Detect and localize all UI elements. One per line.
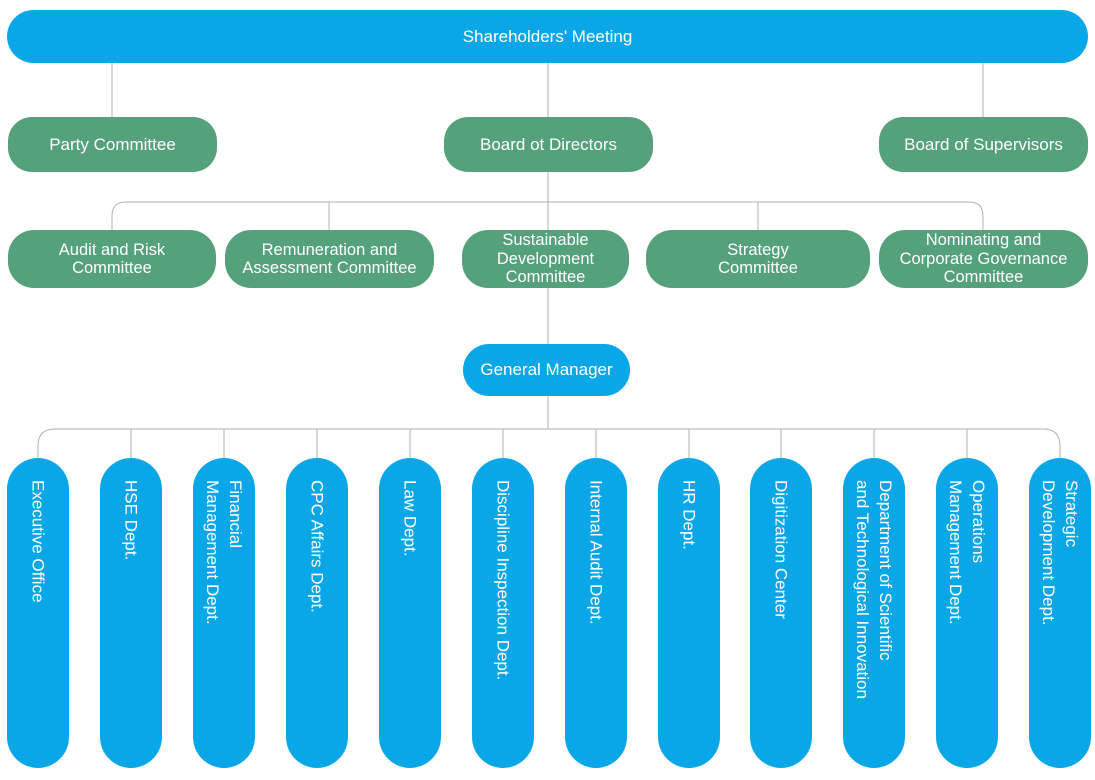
node-operations-management-dept: Operations Management Dept. [936, 458, 998, 768]
node-strategy-committee: Strategy Committee [646, 230, 870, 288]
department-label: Department of Scientific and Technologic… [853, 480, 895, 699]
node-nominating-corporate-governance-committee: Nominating and Corporate Governance Comm… [879, 230, 1088, 288]
department-label: Strategic Development Dept. [1039, 480, 1081, 626]
node-shareholders-meeting: Shareholders' Meeting [7, 10, 1088, 63]
connector-department-rail [37, 428, 1061, 458]
node-executive-office: Executive Office [7, 458, 69, 768]
node-internal-audit-dept: Internal Audit Dept. [565, 458, 627, 768]
node-sustainable-development-committee: Sustainable Development Committee [462, 230, 629, 288]
department-label: CPC Affairs Dept. [307, 480, 327, 613]
department-label: Discipline Inspection Dept. [493, 480, 513, 681]
node-party-committee: Party Committee [8, 117, 217, 172]
node-audit-and-risk-committee: Audit and Risk Committee [8, 230, 216, 288]
node-hse-dept: HSE Dept. [100, 458, 162, 768]
connector-committee-rail [111, 201, 984, 230]
department-label: Internal Audit Dept. [586, 480, 606, 625]
node-discipline-inspection-dept: Discipline Inspection Dept. [472, 458, 534, 768]
node-financial-management-dept: Financial Management Dept. [193, 458, 255, 768]
department-label: Executive Office [28, 480, 48, 603]
node-general-manager: General Manager [463, 344, 630, 396]
node-digitization-center: Digitization Center [750, 458, 812, 768]
node-hr-dept: HR Dept. [658, 458, 720, 768]
department-label: HSE Dept. [121, 480, 141, 561]
node-law-dept: Law Dept. [379, 458, 441, 768]
node-board-of-supervisors: Board of Supervisors [879, 117, 1088, 172]
department-label: Operations Management Dept. [946, 480, 988, 625]
department-label: Digitization Center [771, 480, 791, 619]
node-cpc-affairs-dept: CPC Affairs Dept. [286, 458, 348, 768]
node-board-of-directors: Board ot Directors [444, 117, 653, 172]
department-label: HR Dept. [679, 480, 699, 550]
department-label: Financial Management Dept. [203, 480, 245, 625]
department-label: Law Dept. [400, 480, 420, 557]
node-remuneration-assessment-committee: Remuneration and Assessment Committee [225, 230, 434, 288]
node-strategic-development-dept: Strategic Development Dept. [1029, 458, 1091, 768]
node-scientific-technological-innovation-dept: Department of Scientific and Technologic… [843, 458, 905, 768]
